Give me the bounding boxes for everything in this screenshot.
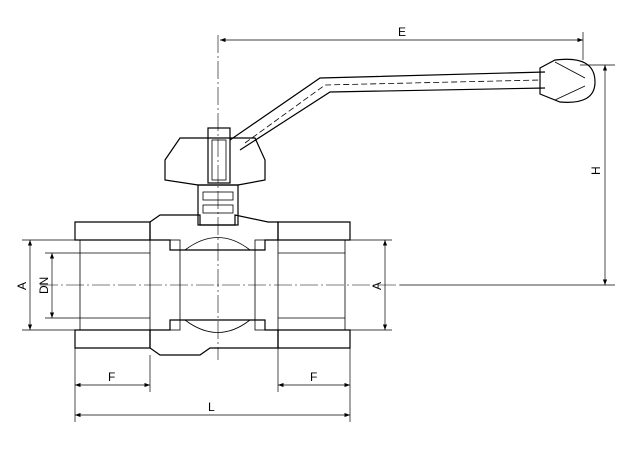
label-A-left: A [15,282,29,290]
label-DN: DN [37,277,51,294]
centerlines [40,35,615,360]
handle-lever [229,58,596,151]
label-E: E [398,25,406,39]
label-L: L [208,400,215,414]
label-A-right: A [370,282,384,290]
label-F-left: F [108,370,115,384]
stem-and-bonnet [164,127,266,226]
dimension-labels: E H A DN A F F L [15,25,603,414]
label-H: H [589,166,603,175]
label-F-right: F [310,370,317,384]
dimension-lines [22,32,608,422]
